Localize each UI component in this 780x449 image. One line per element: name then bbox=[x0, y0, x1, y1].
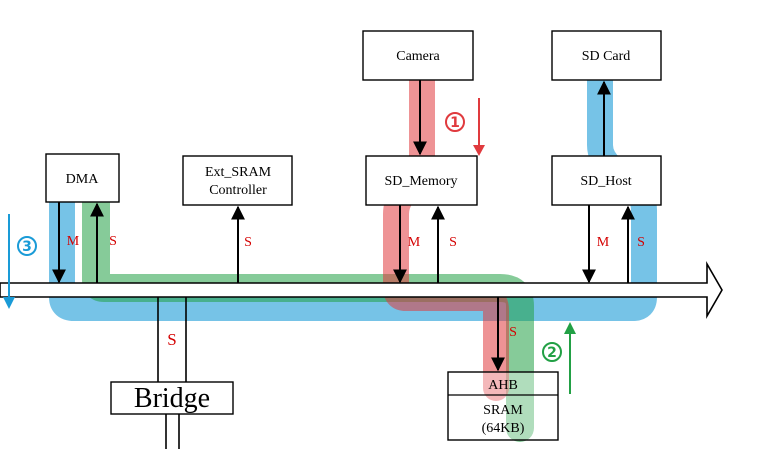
path-2-number: 2 bbox=[547, 345, 557, 361]
path-3-marker: 3 bbox=[3, 214, 37, 309]
system-bus bbox=[0, 261, 723, 319]
ext-sram-controller-block: Ext_SRAM Controller bbox=[182, 155, 293, 206]
dma-master-tag: M bbox=[67, 234, 80, 249]
sdmemory-slave-tag: S bbox=[449, 235, 457, 250]
path-3-number: 3 bbox=[22, 239, 32, 255]
camera-block: Camera bbox=[362, 30, 474, 81]
sd-card-label: SD Card bbox=[582, 49, 631, 64]
sdhost-master-tag: M bbox=[597, 235, 610, 250]
sdhost-slave-tag: S bbox=[637, 235, 645, 250]
sram-label-line2: (64KB) bbox=[482, 421, 525, 436]
sd-card-block: SD Card bbox=[551, 30, 662, 81]
dma-label: DMA bbox=[66, 172, 100, 187]
dma-slave-tag: S bbox=[109, 234, 117, 249]
bridge-slave-tag: S bbox=[167, 330, 176, 349]
bridge-connector bbox=[157, 297, 187, 449]
bridge-label: Bridge bbox=[134, 383, 210, 414]
sdmemory-master-tag: M bbox=[408, 235, 421, 250]
path-1-marker: 1 bbox=[445, 98, 485, 156]
sd-host-label: SD_Host bbox=[580, 174, 631, 189]
red-path-highlight bbox=[383, 39, 509, 401]
sram-label-line1: SRAM bbox=[483, 403, 523, 418]
ahb-sram-slave-tag: S bbox=[509, 325, 517, 340]
path-2-marker: 2 bbox=[542, 322, 576, 394]
ext-sram-slave-tag: S bbox=[244, 235, 252, 250]
ext-sram-label-line1: Ext_SRAM bbox=[205, 165, 272, 180]
bridge-block: Bridge bbox=[110, 381, 234, 415]
ahb-label: AHB bbox=[488, 378, 518, 393]
dma-block: DMA bbox=[45, 153, 120, 203]
path-1-number: 1 bbox=[450, 115, 460, 131]
sd-memory-block: SD_Memory bbox=[365, 155, 478, 206]
camera-label: Camera bbox=[396, 49, 440, 64]
sd-host-block: SD_Host bbox=[551, 155, 662, 206]
ext-sram-label-line2: Controller bbox=[209, 183, 267, 198]
sd-memory-label: SD_Memory bbox=[384, 174, 457, 189]
ahb-sram-block: AHB SRAM (64KB) bbox=[447, 371, 559, 441]
